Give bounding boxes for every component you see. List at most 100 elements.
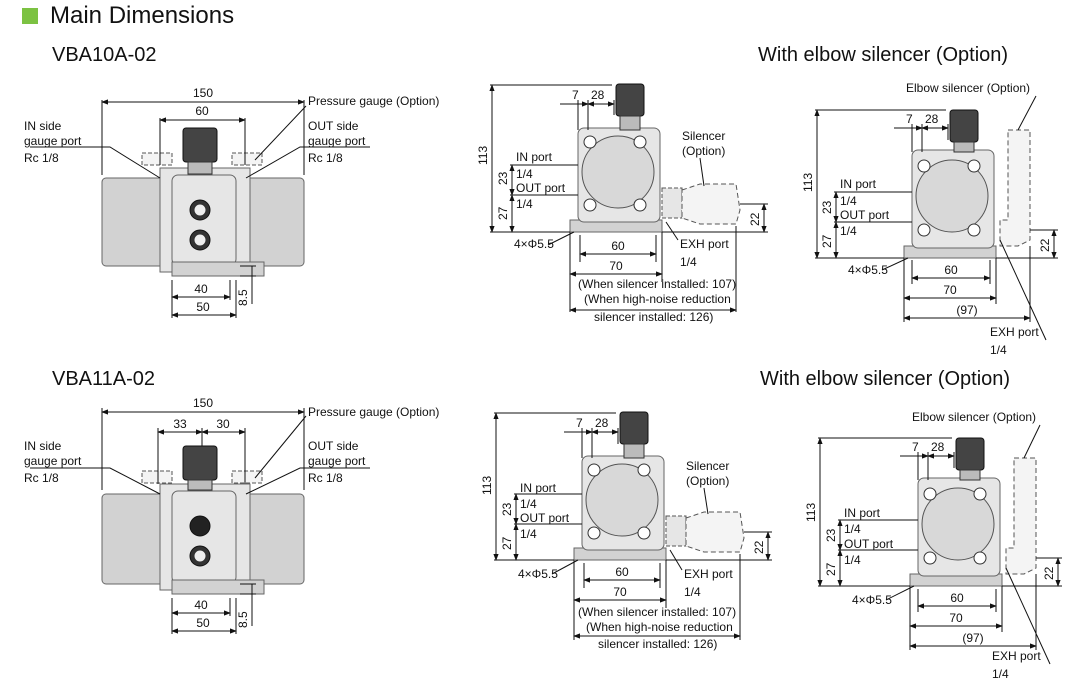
note-high-noise: silencer installed: 126): [594, 310, 713, 324]
dim-28: 28: [595, 416, 609, 430]
elbow-view-1: 113 23 27 IN port 1/4 OUT port 1/4 7 28 …: [801, 81, 1058, 357]
in-side-label: gauge port: [24, 454, 82, 468]
dim-150: 150: [193, 396, 213, 410]
dim-70: 70: [609, 259, 623, 273]
out-side-label: gauge port: [308, 454, 366, 468]
silencer-label: Silencer: [682, 129, 725, 143]
dim-50: 50: [196, 300, 210, 314]
silencer-icon: [685, 511, 745, 553]
dim-27: 27: [500, 536, 514, 550]
elbow-silencer-label: Elbow silencer (Option): [906, 81, 1030, 95]
in-side-rc: Rc 1/8: [24, 471, 59, 485]
dim-150: 150: [193, 86, 213, 100]
dim-40: 40: [194, 598, 208, 612]
dim-60: 60: [944, 263, 958, 277]
side-view-2: 113 23 27 IN port 1/4 OUT port 1/4 7 28 …: [480, 411, 772, 651]
out-port-label: OUT port: [840, 208, 890, 222]
dim-28: 28: [591, 88, 605, 102]
silencer-icon: [681, 183, 741, 225]
dim-7: 7: [572, 88, 579, 102]
exh-port-size: 1/4: [992, 667, 1009, 681]
dim-7: 7: [576, 416, 583, 430]
regulator-knob-icon: [955, 437, 985, 471]
dim-22: 22: [1042, 566, 1056, 580]
in-side-label: IN side: [24, 439, 62, 453]
out-port-label: OUT port: [520, 511, 570, 525]
elbow-title-2: With elbow silencer (Option): [760, 368, 1011, 390]
dim-23: 23: [500, 502, 514, 516]
dim-97: (97): [962, 631, 983, 645]
in-port-size: 1/4: [516, 167, 533, 181]
dim-27: 27: [820, 234, 834, 248]
silencer-label: Silencer: [686, 459, 729, 473]
dim-8-5: 8.5: [236, 611, 250, 628]
dim-60: 60: [950, 591, 964, 605]
in-gauge-port-icon: [189, 515, 211, 537]
dim-50: 50: [196, 616, 210, 630]
elbow-title-1: With elbow silencer (Option): [758, 44, 1009, 66]
out-side-rc: Rc 1/8: [308, 471, 343, 485]
dim-60: 60: [195, 104, 209, 118]
front-view-2: 150 33 30 40 50 8.5 Pressure gauge (Opti…: [24, 396, 439, 634]
exh-port-size: 1/4: [990, 343, 1007, 357]
dim-70: 70: [943, 283, 957, 297]
exh-port-label: EXH port: [684, 567, 733, 581]
in-side-label: gauge port: [24, 134, 82, 148]
dim-113: 113: [480, 476, 494, 495]
regulator-knob-icon: [619, 411, 649, 445]
holes-label: 4×Φ5.5: [852, 593, 892, 607]
out-port-label: OUT port: [516, 181, 566, 195]
dim-113: 113: [801, 173, 815, 192]
note-high-noise: silencer installed: 126): [598, 637, 717, 651]
in-port-size: 1/4: [844, 522, 861, 536]
dim-7: 7: [906, 112, 913, 126]
out-port-size: 1/4: [840, 224, 857, 238]
regulator-knob-icon: [949, 109, 979, 143]
dim-22: 22: [1038, 238, 1052, 252]
exh-port-label: EXH port: [992, 649, 1041, 663]
exh-port-size: 1/4: [680, 255, 697, 269]
dim-27: 27: [496, 206, 510, 220]
pressure-gauge-label: Pressure gauge (Option): [308, 94, 439, 108]
in-port-label: IN port: [844, 506, 881, 520]
regulator-knob-icon: [182, 445, 218, 481]
out-port-size: 1/4: [520, 527, 537, 541]
dim-40: 40: [194, 282, 208, 296]
out-port-size: 1/4: [516, 197, 533, 211]
page-title: Main Dimensions: [50, 2, 235, 29]
section-marker-icon: [22, 8, 38, 24]
silencer-label: (Option): [682, 144, 725, 158]
in-port-label: IN port: [840, 177, 877, 191]
dim-27: 27: [824, 562, 838, 576]
holes-label: 4×Φ5.5: [518, 567, 558, 581]
dim-33: 33: [173, 417, 187, 431]
in-port-label: IN port: [520, 481, 557, 495]
elbow-view-2: 113 23 27 IN port 1/4 OUT port 1/4 7 28 …: [804, 410, 1062, 681]
dim-113: 113: [804, 503, 818, 522]
out-side-rc: Rc 1/8: [308, 151, 343, 165]
front-view-1: 150 60 40 50 8.5 Pressure gauge (Option)…: [24, 86, 439, 318]
note-silencer: (When silencer installed: 107): [578, 277, 736, 291]
dim-60: 60: [611, 239, 625, 253]
dim-22: 22: [748, 212, 762, 226]
elbow-silencer-label: Elbow silencer (Option): [912, 410, 1036, 424]
note-silencer: (When silencer installed: 107): [578, 605, 736, 619]
side-view-1: 113 23 27 IN port 1/4 OUT port 1/4 7 28 …: [476, 83, 768, 324]
note-high-noise: (When high-noise reduction: [586, 620, 733, 634]
exh-port-label: EXH port: [680, 237, 729, 251]
pressure-gauge-label: Pressure gauge (Option): [308, 405, 439, 419]
dim-30: 30: [216, 417, 230, 431]
out-port-size: 1/4: [844, 553, 861, 567]
dim-28: 28: [925, 112, 939, 126]
regulator-knob-icon: [615, 83, 645, 117]
in-port-label: IN port: [516, 150, 553, 164]
dim-70: 70: [613, 585, 627, 599]
exh-port-size: 1/4: [684, 585, 701, 599]
in-side-rc: Rc 1/8: [24, 151, 59, 165]
out-side-label: gauge port: [308, 134, 366, 148]
model-name-1: VBA10A-02: [52, 44, 157, 66]
dim-97: (97): [956, 303, 977, 317]
in-port-size: 1/4: [520, 497, 537, 511]
regulator-knob-icon: [182, 127, 218, 163]
